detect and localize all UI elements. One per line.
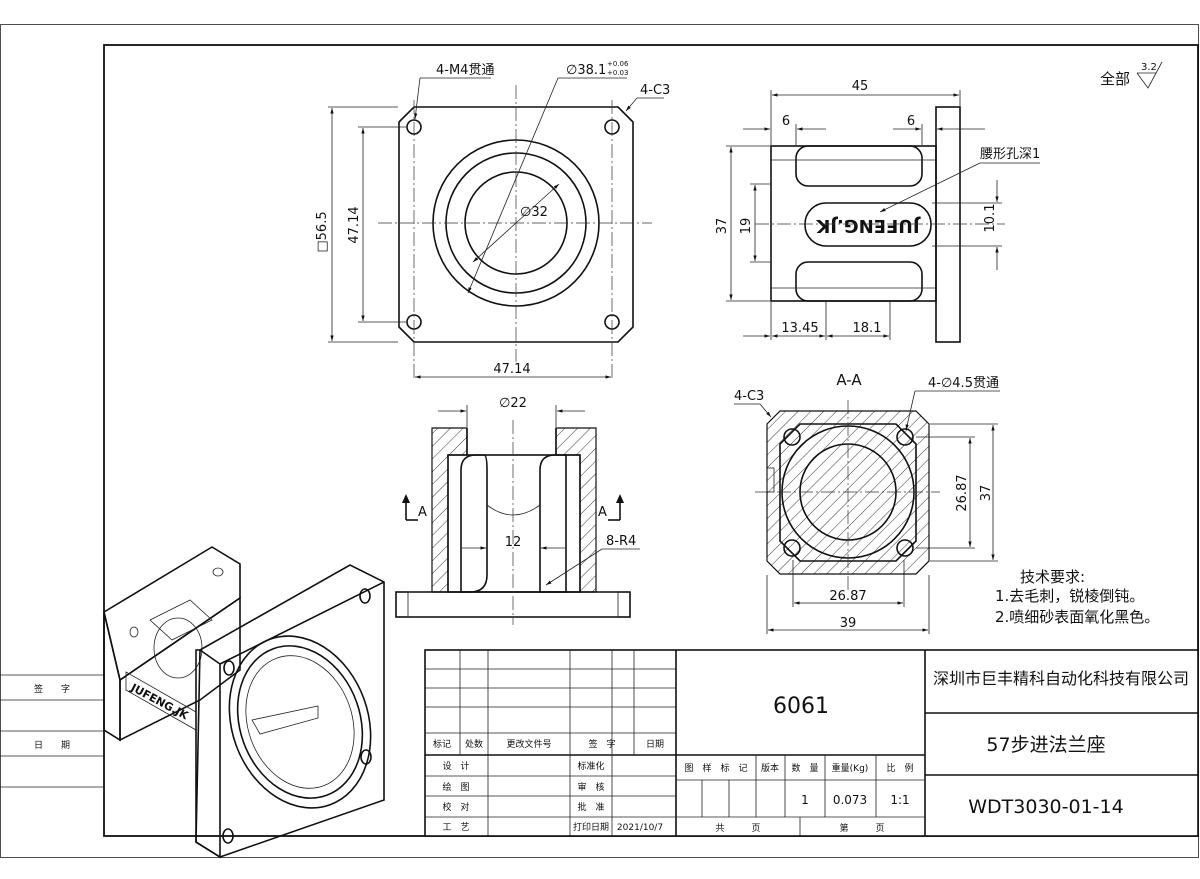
drawing-number: WDT3030-01-14	[968, 796, 1123, 818]
rev-header-mark: 标记	[433, 738, 451, 750]
dim-hole-pitch-h: 47.14	[493, 362, 530, 377]
side-view: JUFENG.JK 45 6 6 37 19 10.1 13.45	[715, 79, 1040, 343]
aa-mount-holes	[783, 428, 914, 557]
dim-slot-height: 10.1	[983, 204, 998, 233]
side-strip-sign: 签 字	[34, 683, 70, 695]
approval-standard: 标准化	[577, 760, 604, 772]
dim-offset-2: 18.1	[853, 321, 882, 336]
dim-square-size: □56.5	[315, 211, 330, 252]
front-bore-tol-lower: +0.03	[607, 69, 628, 77]
dim-inner-height: 19	[739, 218, 754, 235]
surface-finish-note: 全部 3.2	[1100, 61, 1163, 89]
dim-section-dia-top: ∅22	[499, 396, 527, 411]
approval-review: 审 核	[577, 781, 604, 793]
tech-req-title: 技术要求:	[1020, 568, 1085, 586]
sheets-total: 共 页	[715, 823, 760, 834]
dim-aa-inner: 26.87	[829, 589, 866, 604]
info-header-scale: 比 例	[886, 762, 913, 774]
dim-aa-outer-h: 39	[840, 616, 857, 631]
isometric-view: JUFENG.JK	[103, 546, 385, 859]
sheet-number: 第 页	[839, 822, 884, 834]
surface-roughness-value: 3.2	[1141, 62, 1157, 73]
side-slot-note: 腰形孔深1	[980, 147, 1040, 162]
role-check: 校 对	[442, 801, 469, 813]
info-header-drawing-mark: 图 样 标 记	[684, 762, 747, 774]
print-date-value: 2021/10/7	[617, 823, 663, 833]
info-header-version: 版本	[761, 762, 779, 774]
weight-value: 0.073	[833, 793, 867, 807]
dim-section-width-mid: 12	[505, 535, 522, 550]
aa-hole-note: 4-∅4.5贯通	[928, 376, 999, 391]
front-hole-note: 4-M4贯通	[436, 63, 494, 78]
side-strip: 签 字 日 期	[0, 674, 104, 788]
side-strip-date: 日 期	[34, 740, 70, 751]
info-header-weight: 重量(Kg)	[832, 762, 869, 774]
dim-side-height: 37	[715, 218, 730, 235]
role-draw: 绘 图	[442, 781, 469, 793]
aa-chamfer: 4-C3	[734, 389, 764, 404]
dim-aa-outer: 37	[979, 485, 994, 502]
section-radius-note: 8-R4	[606, 534, 636, 549]
front-chamfer: 4-C3	[640, 83, 670, 98]
section-mark-left: A	[418, 505, 427, 520]
role-design: 设 计	[442, 760, 469, 772]
role-process: 工 艺	[442, 822, 469, 833]
aa-view: A-A 26.87 39 26.87 37 4-C3	[734, 371, 1000, 634]
surface-finish-text: 全部	[1100, 70, 1130, 88]
quantity-value: 1	[801, 793, 809, 807]
rev-header-sign: 签 字	[588, 738, 615, 750]
dim-flange-left: 6	[782, 114, 790, 129]
approval-print-date: 打印日期	[573, 821, 609, 833]
dim-side-length: 45	[852, 79, 869, 94]
info-grid	[676, 755, 925, 836]
dim-offset-1: 13.45	[781, 321, 818, 336]
tech-req-item-2: 2.喷细砂表面氧化黑色。	[995, 608, 1159, 626]
revision-grid	[425, 650, 676, 836]
section-mark-right: A	[598, 505, 607, 520]
rev-header-count: 处数	[465, 738, 483, 750]
front-bore-dia: ∅38.1	[566, 63, 606, 78]
company-name: 深圳市巨丰精科自动化科技有限公司	[933, 669, 1189, 688]
aa-title: A-A	[836, 371, 862, 389]
rev-header-date: 日期	[646, 739, 664, 750]
scale-value: 1:1	[890, 793, 909, 807]
material: 6061	[773, 694, 829, 719]
tech-req-item-1: 1.去毛刺，锐棱倒钝。	[995, 587, 1144, 605]
approval-approve: 批 准	[577, 801, 604, 813]
part-name: 57步进法兰座	[986, 734, 1105, 756]
dim-flange-right: 6	[907, 114, 915, 129]
rev-header-doc: 更改文件号	[506, 738, 551, 750]
dim-aa-inner-h: 26.87	[955, 474, 970, 511]
dim-hole-pitch-v: 47.14	[347, 206, 362, 243]
svg-text:JUFENG.JK: JUFENG.JK	[128, 681, 191, 723]
tech-requirements: 技术要求: 1.去毛刺，锐棱倒钝。 2.喷细砂表面氧化黑色。	[995, 568, 1159, 626]
front-mount-holes	[406, 119, 620, 330]
front-inner-dia: ∅32	[520, 205, 548, 220]
side-engraving: JUFENG.JK	[815, 215, 921, 236]
title-block: 标记 处数 更改文件号 签 字 日期 设 计 绘 图 校 对 工 艺 标准化 审…	[424, 649, 1199, 837]
info-header-quantity: 数 量	[791, 762, 818, 774]
section-view: ∅22 12 8-R4 A A	[395, 396, 640, 625]
front-bore-tol-upper: +0.06	[607, 60, 629, 68]
front-view: □56.5 47.14 47.14 4-M4贯通 ∅38.1 +0.06 +0.…	[315, 60, 670, 380]
